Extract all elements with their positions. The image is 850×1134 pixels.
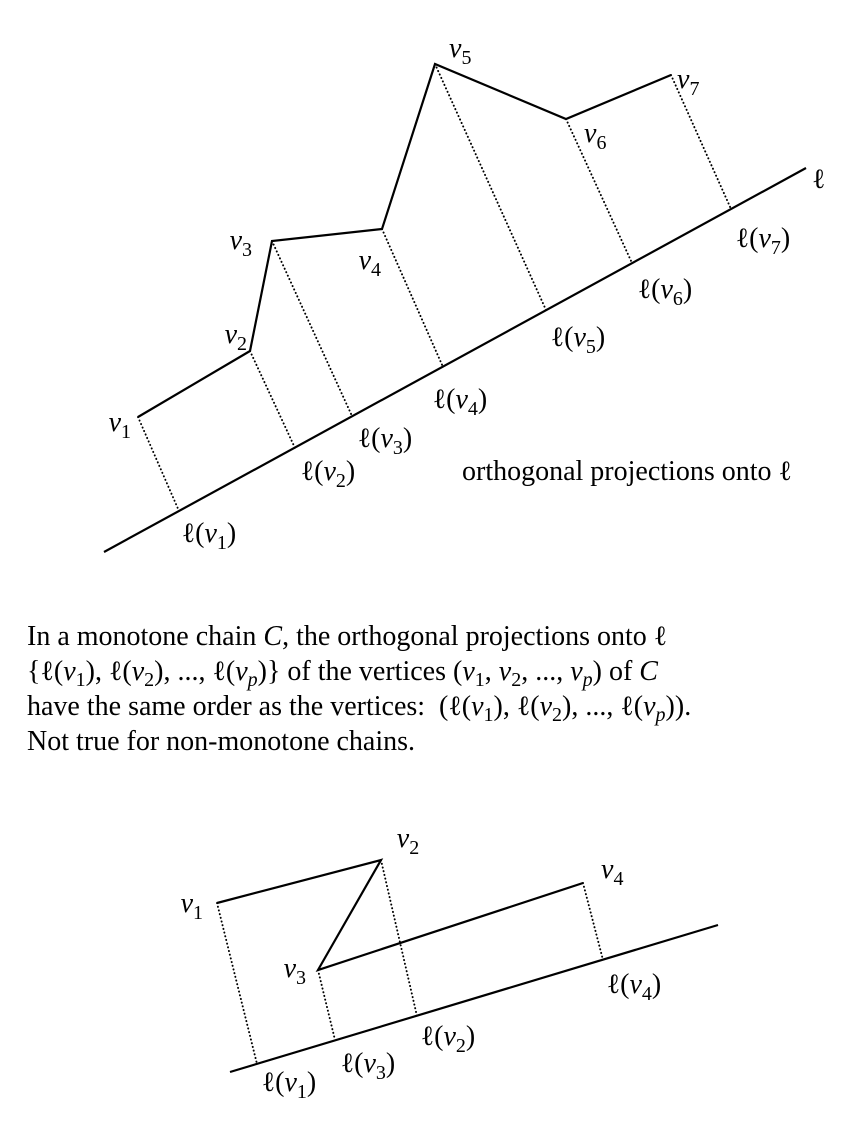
math-symbol: v — [498, 656, 512, 687]
d2-line-l — [229, 923, 719, 1074]
math-symbol: v — [63, 656, 76, 687]
d1-projector-v3 — [271, 240, 353, 417]
d1-foot-label-lv1: ℓ(v1) — [182, 518, 237, 554]
d2-vertex-label-v4: v4 — [601, 854, 623, 890]
d1-foot-label-lv6: ℓ(v6) — [638, 274, 693, 310]
text-run: ), ℓ( — [85, 656, 132, 687]
d2-projector-v1 — [216, 902, 258, 1065]
d1-projector-v6 — [565, 118, 633, 264]
d1-vertex-label-v2: v2 — [225, 319, 247, 355]
text-run: In a monotone chain — [27, 621, 264, 652]
paragraph-line-1: In a monotone chain C, the orthogonal pr… — [27, 619, 691, 654]
d1-projector-v2 — [249, 350, 296, 449]
text-run: have the same order as the vertices: (ℓ( — [27, 691, 472, 722]
d2-vertex-label-v1: v1 — [181, 888, 203, 924]
d1-projector-v7 — [670, 74, 732, 210]
d1-vertex-label-v6: v6 — [584, 118, 606, 154]
d1-vertex-label-v7: v7 — [677, 64, 699, 100]
math-symbol: v — [131, 656, 145, 687]
math-subscript: 1 — [474, 669, 485, 691]
text-run: {ℓ( — [27, 656, 64, 687]
math-subscript: 1 — [75, 669, 86, 691]
d1-projector-v1 — [137, 416, 180, 512]
text-run: ) of — [592, 656, 640, 687]
paragraph-line-4: Not true for non-monotone chains. — [27, 724, 691, 759]
d1-vertex-label-v3: v3 — [230, 225, 252, 261]
d1-foot-label-lv7: ℓ(v7) — [736, 223, 791, 259]
math-symbol: v — [539, 691, 553, 722]
text-run: , ..., — [521, 656, 571, 687]
math-subscript: 2 — [511, 669, 522, 691]
d1-line-l — [103, 167, 807, 553]
math-subscript: 2 — [552, 704, 563, 726]
paragraph-line-2: {ℓ(v1), ℓ(v2), ..., ℓ(vp)} of the vertic… — [27, 654, 691, 691]
d1-foot-label-lv4: ℓ(v4) — [433, 384, 488, 420]
d2-vertex-label-v3: v3 — [284, 953, 306, 989]
d1-line-l-label: ℓ — [812, 164, 825, 195]
math-symbol: v — [462, 656, 475, 687]
text-run: ), ..., ℓ( — [154, 656, 236, 687]
d2-vertex-label-v2: v2 — [397, 823, 419, 859]
math-symbol: v — [471, 691, 484, 722]
math-symbol: v — [235, 656, 248, 687]
math-subscript: 1 — [483, 704, 494, 726]
d2-projector-v3 — [317, 969, 336, 1041]
text-run: ), ..., ℓ( — [562, 691, 644, 722]
d1-projector-v4 — [381, 228, 444, 368]
d2-foot-label-lv1: ℓ(v1) — [262, 1067, 317, 1103]
d2-projector-v4 — [582, 882, 604, 961]
math-subscript: p — [247, 669, 258, 691]
d1-vertex-label-v1: v1 — [109, 407, 131, 443]
text-run: ), ℓ( — [493, 691, 540, 722]
text-run: )). — [665, 691, 692, 722]
top-diagram-monotone-chain: v1 v2 v3 v4 v5 v6 v7 ℓ(v1) ℓ(v2)ℓ(v3) ℓ(v4) ℓ(v5) ℓ… — [103, 33, 825, 554]
d2-chain-polyline — [216, 858, 584, 972]
d1-foot-label-lv3: ℓ(v3) — [358, 423, 413, 459]
d1-foot-label-lv5: ℓ(v5) — [551, 322, 606, 358]
math-subscript: 2 — [144, 669, 155, 691]
d2-projector-v2 — [380, 859, 418, 1017]
d1-vertex-label-v5: v5 — [449, 33, 471, 69]
paragraph-line-3: have the same order as the vertices: (ℓ(… — [27, 689, 692, 726]
d1-caption: orthogonal projections onto ℓ — [462, 456, 792, 487]
text-run: , the orthogonal projections onto ℓ — [282, 621, 668, 652]
math-symbol: v — [643, 691, 656, 722]
text-run: )} of the vertices ( — [257, 656, 463, 687]
d1-projector-v5 — [434, 63, 547, 311]
math-subscript: p — [655, 704, 666, 726]
d1-foot-label-lv2: ℓ(v2) — [301, 456, 356, 492]
math-symbol: C — [263, 621, 283, 652]
d1-chain-polyline — [137, 62, 672, 418]
explanation-paragraph: In a monotone chain C, the orthogonal pr… — [27, 619, 691, 759]
d1-vertex-label-v4: v4 — [359, 245, 381, 281]
d2-foot-label-lv4: ℓ(v4) — [607, 969, 662, 1005]
d2-foot-label-lv2: ℓ(v2) — [421, 1021, 476, 1057]
d2-foot-label-lv3: ℓ(v3) — [341, 1048, 396, 1084]
math-subscript: p — [582, 669, 593, 691]
math-symbol: C — [639, 656, 658, 687]
math-symbol: v — [570, 656, 583, 687]
text-run: Not true for non-monotone chains. — [27, 726, 416, 757]
bottom-diagram-nonmonotone-chain: v1 v2 v3 v4 ℓ(v1) ℓ(v2) ℓ(v3) ℓ(v4) — [181, 823, 719, 1103]
text-run: , — [484, 656, 499, 687]
